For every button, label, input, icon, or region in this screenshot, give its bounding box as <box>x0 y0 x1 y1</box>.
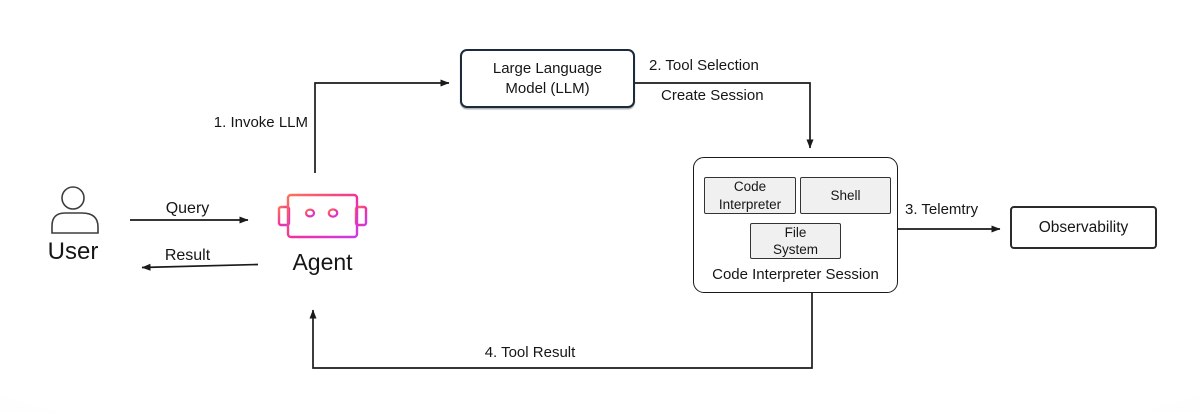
observability-label: Observability <box>1038 218 1129 236</box>
edge-label-result: Result <box>164 247 211 264</box>
shell-tool-box: Shell <box>800 177 891 214</box>
robot-left-eye <box>304 208 316 218</box>
shell-tool-label: Shell <box>830 187 861 203</box>
edge-label-create-session: Create Session <box>661 87 764 104</box>
edge-result-arrow <box>141 263 259 271</box>
edge-label-invoke-llm: 1. Invoke LLM <box>213 114 308 131</box>
edge-label-query: Query <box>165 200 210 217</box>
edge-label-telemetry: 3. Telemtry <box>905 201 979 218</box>
user-icon-head <box>61 186 85 210</box>
edge-tool-result-arrow <box>309 293 813 369</box>
user-icon-body <box>51 212 99 234</box>
edge-arrows <box>130 79 1001 369</box>
agent-robot-icon <box>277 193 368 239</box>
llm-node: Large Language Model (LLM) <box>460 49 635 108</box>
observability-node: Observability <box>1010 206 1157 249</box>
code-interpreter-session-node: Code Interpreter Shell File System Code … <box>693 157 898 293</box>
llm-label: Large Language Model (LLM) <box>492 59 603 97</box>
code-interpreter-tool-box: Code Interpreter <box>704 177 796 214</box>
user-icon <box>51 186 99 234</box>
file-system-tool-box: File System <box>750 223 841 259</box>
file-system-tool-label: File System <box>772 224 818 257</box>
session-title: Code Interpreter Session <box>712 266 879 283</box>
agent-label: Agent <box>292 249 353 275</box>
code-interpreter-tool-label: Code Interpreter <box>718 179 782 212</box>
edge-tool-selection-arrow <box>635 82 814 149</box>
edge-label-tool-selection: 2. Tool Selection <box>649 57 759 74</box>
robot-head <box>286 193 359 239</box>
edge-invoke-llm-arrow <box>314 79 450 173</box>
user-label: User <box>47 238 99 265</box>
edge-label-tool-result: 4. Tool Result <box>484 344 576 361</box>
robot-right-eye <box>327 208 339 218</box>
